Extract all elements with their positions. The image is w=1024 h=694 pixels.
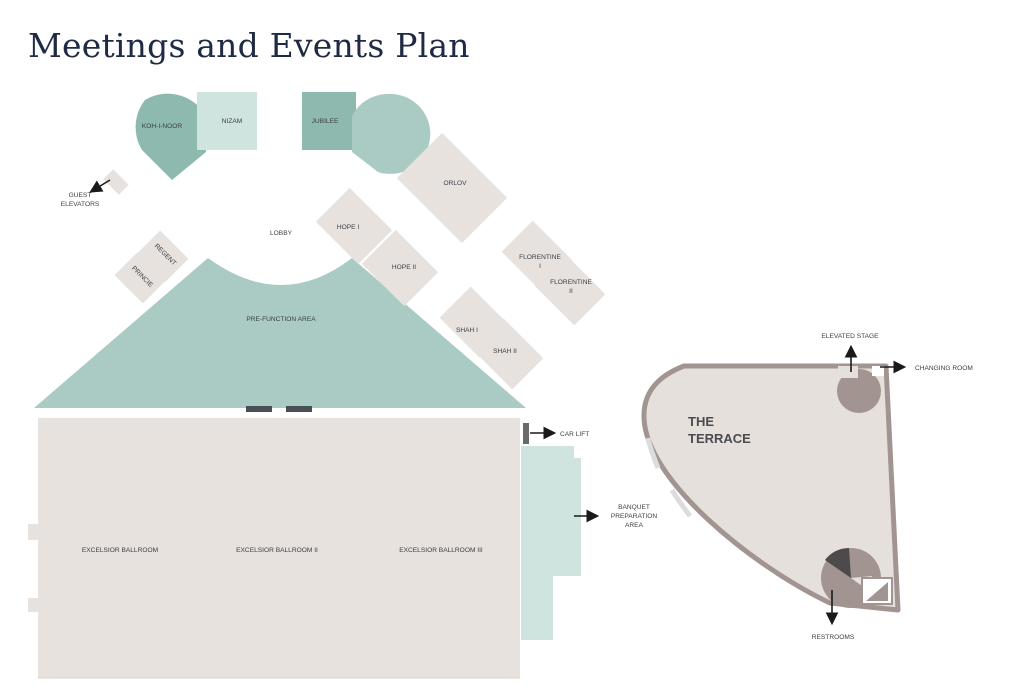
- florentine-i-label-line2: I: [539, 263, 541, 270]
- door-mark: [286, 406, 312, 412]
- restrooms-label: RESTROOMS: [812, 634, 855, 641]
- guest-elevators-block[interactable]: [103, 169, 129, 195]
- guest-elevators-arrow: [89, 179, 111, 193]
- car-lift-label: CAR LIFT: [560, 431, 589, 438]
- pre-function-label: PRE-FUNCTION AREA: [246, 316, 316, 323]
- guest-elevators-label-line2: ELEVATORS: [61, 201, 100, 208]
- shah-ii-label: SHAH II: [493, 348, 517, 355]
- lobby-label: LOBBY: [270, 230, 293, 237]
- terrace-name-line1: THE: [688, 414, 714, 429]
- terrace-window: [645, 437, 661, 469]
- round-room[interactable]: [352, 93, 431, 174]
- terrace-area[interactable]: [641, 363, 901, 613]
- elevated-stage[interactable]: [837, 369, 881, 413]
- excelsior-ballroom-ii-label: EXCELSIOR BALLROOM II: [236, 547, 318, 554]
- regent-room[interactable]: [137, 230, 189, 282]
- hope-ii-label: HOPE II: [392, 264, 416, 271]
- koh-i-noor-room[interactable]: [135, 93, 208, 180]
- hope-ii-room[interactable]: [361, 229, 439, 307]
- changing-room-door: [872, 366, 884, 376]
- restrooms-dark-wedge: [825, 548, 851, 578]
- terrace-window: [669, 488, 693, 518]
- florentine-i-label-line1: FLORENTINE: [519, 254, 561, 261]
- excelsior-ballroom-block[interactable]: [28, 418, 520, 678]
- orlov-label: ORLOV: [443, 180, 467, 187]
- excelsior-ballroom-iii-label: EXCELSIOR BALLROOM III: [399, 547, 483, 554]
- banquet-label-line2: PREPARATION: [611, 513, 658, 520]
- banquet-label-line1: BANQUET: [618, 504, 650, 511]
- jubilee-label: JUBILEE: [312, 118, 339, 125]
- restrooms-door-swing: [866, 582, 888, 601]
- hope-i-room[interactable]: [315, 187, 393, 265]
- jubilee-room[interactable]: [302, 92, 356, 150]
- shah-i-label: SHAH I: [456, 327, 478, 334]
- guest-elevators-label-line1: GUEST: [69, 192, 92, 199]
- nizam-room[interactable]: [197, 92, 257, 150]
- florentine-ii-room[interactable]: [534, 254, 606, 326]
- excelsior-ballroom-label: EXCELSIOR BALLROOM: [82, 547, 158, 554]
- banquet-label-line3: AREA: [625, 522, 644, 529]
- car-lift-block[interactable]: [523, 423, 529, 444]
- elevated-stage-label: ELEVATED STAGE: [821, 333, 879, 340]
- shah-ii-room[interactable]: [472, 318, 544, 390]
- banquet-preparation-area[interactable]: [521, 446, 581, 640]
- changing-room-label: CHANGING ROOM: [915, 365, 973, 372]
- hope-i-label: HOPE I: [337, 224, 360, 231]
- koh-i-noor-label: KOH-I-NOOR: [142, 123, 183, 130]
- princie-room[interactable]: [114, 252, 166, 304]
- nizam-label: NIZAM: [222, 118, 243, 125]
- florentine-ii-label-line2: II: [569, 288, 573, 295]
- orlov-room[interactable]: [396, 132, 508, 244]
- florentine-ii-label-line1: FLORENTINE: [550, 279, 592, 286]
- stage-notch: [838, 366, 858, 378]
- door-mark: [246, 406, 272, 412]
- page-title: Meetings and Events Plan: [28, 26, 470, 65]
- terrace-name-line2: TERRACE: [688, 431, 751, 446]
- pre-function-area[interactable]: [34, 258, 526, 408]
